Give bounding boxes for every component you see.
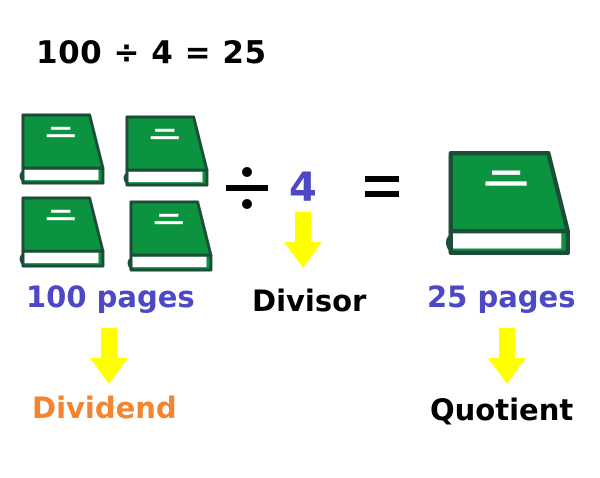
divide-sign-icon: [226, 167, 268, 209]
equals-sign-icon: [365, 176, 399, 197]
dividend-value-label: 100 pages: [26, 280, 195, 314]
book-icon: [19, 113, 105, 185]
divisor-term-label: Divisor: [252, 284, 367, 318]
quotient-term-label: Quotient: [430, 393, 574, 427]
book-icon: [123, 115, 209, 187]
book-icon: [19, 196, 105, 268]
equation-text: 100 ÷ 4 = 25: [36, 35, 267, 71]
divisor-value: 4: [289, 165, 317, 211]
book-icon: [127, 200, 213, 272]
arrow-down-icon: [90, 328, 128, 384]
dividend-term-label: Dividend: [32, 391, 177, 425]
arrow-down-icon: [284, 212, 322, 268]
quotient-value-label: 25 pages: [427, 280, 576, 314]
arrow-down-icon: [488, 328, 526, 384]
book-icon: [445, 151, 570, 255]
